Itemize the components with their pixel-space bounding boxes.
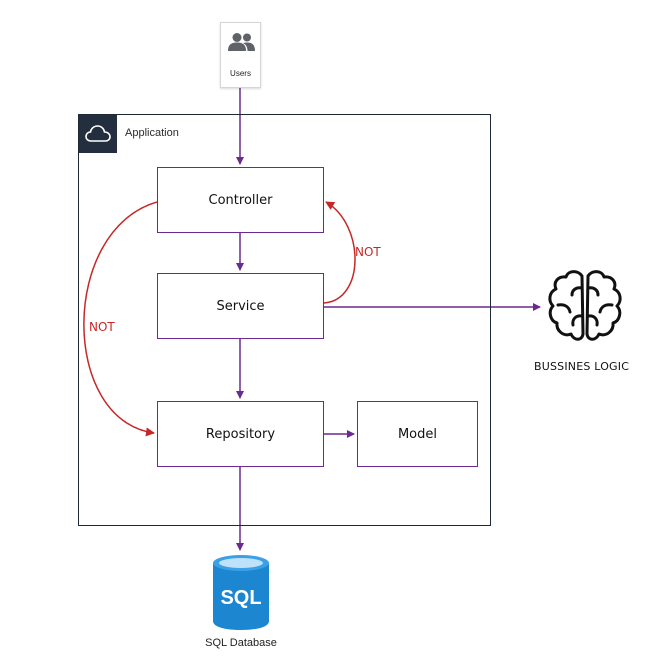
not-label-service-controller: NOT	[355, 245, 381, 259]
application-boundary: Application	[78, 114, 491, 526]
sql-database-icon: SQL	[213, 555, 269, 630]
business-logic-label: BUSSINES LOGIC	[534, 360, 630, 373]
brain-icon	[548, 270, 622, 341]
model-node[interactable]: Model	[357, 401, 478, 467]
application-title: Application	[125, 127, 179, 139]
not-label-controller-repository: NOT	[89, 320, 115, 334]
forbidden-edge-service-controller	[323, 201, 356, 304]
repository-node[interactable]: Repository	[157, 401, 324, 467]
sql-badge: SQL	[220, 587, 261, 609]
sql-database-label: SQL Database	[205, 637, 277, 649]
controller-node[interactable]: Controller	[157, 167, 324, 233]
users-label: Users	[230, 69, 251, 78]
forbidden-edge-controller-repository	[83, 201, 158, 437]
users-icon	[228, 33, 255, 51]
cloud-icon	[85, 125, 111, 142]
service-node[interactable]: Service	[157, 273, 324, 339]
users-node[interactable]: Users	[220, 22, 261, 88]
application-badge	[79, 115, 117, 153]
